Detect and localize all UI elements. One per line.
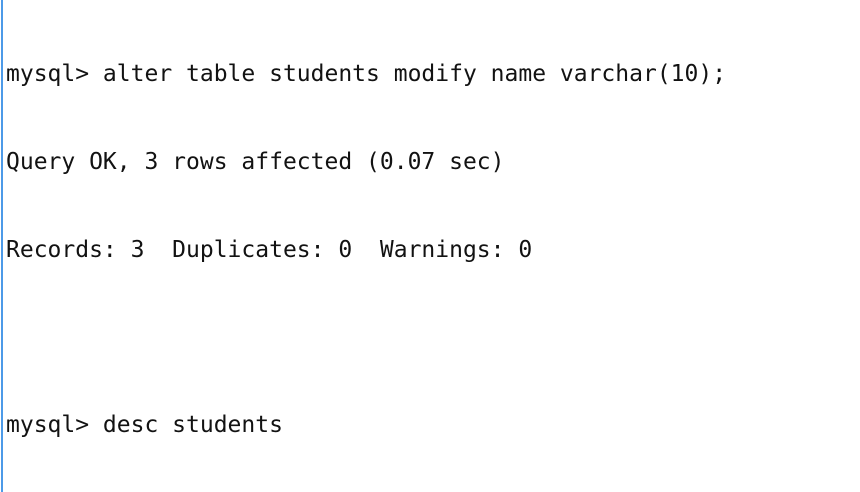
console-line: Records: 3 Duplicates: 0 Warnings: 0: [6, 236, 533, 263]
console-line: mysql> alter table students modify name …: [6, 61, 727, 88]
console-output[interactable]: mysql> alter table students modify name …: [6, 2, 854, 492]
left-accent-rule: [1, 0, 3, 492]
console-line: Query OK, 3 rows affected (0.07 sec): [6, 149, 505, 175]
console-line-blank: [6, 323, 854, 352]
console-line: mysql> desc students: [6, 411, 283, 438]
